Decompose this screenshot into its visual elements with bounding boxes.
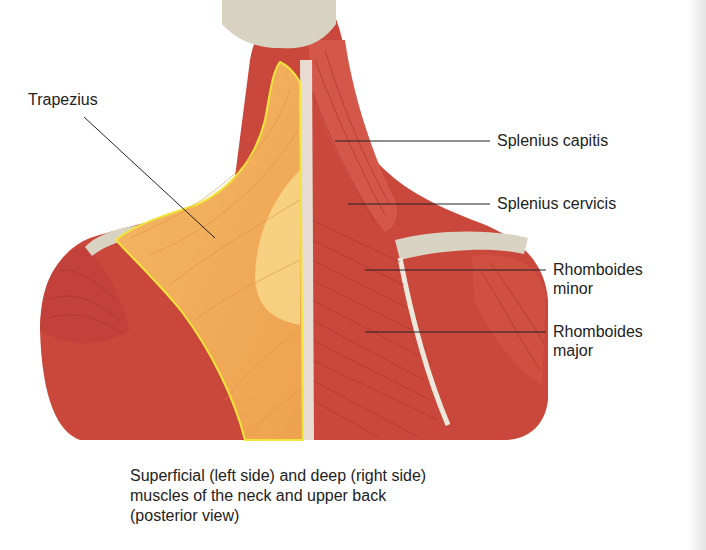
tendon-area <box>255 170 300 325</box>
right-deltoid <box>472 255 546 385</box>
leader-line <box>365 270 546 271</box>
muscle-fibres <box>130 90 300 435</box>
leader-line <box>365 332 546 333</box>
leader-line <box>348 204 490 205</box>
muscle-label: Splenius cervicis <box>497 194 677 213</box>
leader-line <box>335 141 490 142</box>
skull <box>222 0 336 48</box>
page-edge-shade <box>688 0 706 550</box>
leader-line <box>84 117 215 238</box>
muscle-fibres <box>480 262 545 370</box>
figure-caption: Superficial (left side) and deep (right … <box>130 466 440 526</box>
muscle-fibres <box>48 270 125 335</box>
muscle-label: Trapezius <box>28 90 148 109</box>
trapezius-muscle <box>116 62 303 440</box>
scapula-border <box>400 258 448 425</box>
splenius-muscle <box>308 40 397 232</box>
rhomboid-fibres <box>312 220 438 438</box>
left-deltoid <box>40 245 130 343</box>
scapula-spine <box>395 231 528 260</box>
back-muscles <box>40 10 548 440</box>
muscle-fibres <box>312 50 390 222</box>
muscle-label: Splenius capitis <box>497 131 677 150</box>
muscle-label: Rhomboides minor <box>553 260 663 298</box>
muscle-label: Rhomboides major <box>553 322 663 360</box>
